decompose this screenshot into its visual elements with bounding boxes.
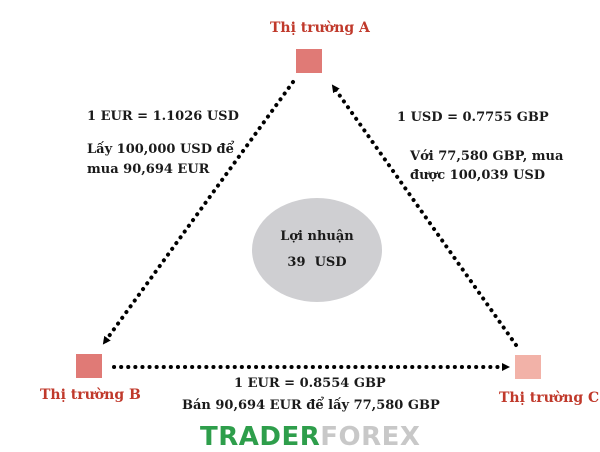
market-b-label: Thị trường B [40,387,141,403]
edge-ca-line2: được 100,039 USD [410,168,545,183]
edge-ab-line2: mua 90,694 EUR [87,162,210,177]
edge-ca-rate: 1 USD = 0.7755 GBP [397,110,549,125]
market-c-label: Thị trường C [499,390,600,406]
edge-bc-line1: Bán 90,694 EUR để lấy 77,580 GBP [182,398,440,413]
market-a-node [296,49,322,73]
edge-ab-rate: 1 EUR = 1.1026 USD [87,109,239,124]
traderforex-logo: TRADERFOREX [200,424,420,450]
logo-part-trader: TRADER [200,422,321,452]
profit-title: Lợi nhuận [280,229,354,244]
profit-bubble: Lợi nhuận 39 USD [252,198,382,302]
market-a-label: Thị trường A [270,20,370,36]
edge-ab-line1: Lấy 100,000 USD để [87,142,234,157]
market-c-node [515,355,541,379]
profit-value: 39 USD [287,255,347,270]
logo-part-forex: FOREX [320,422,421,452]
edge-bc-rate: 1 EUR = 0.8554 GBP [234,376,386,391]
arrow-a-to-b [102,80,295,345]
edge-ca-line1: Với 77,580 GBP, mua [410,149,564,164]
arrow-c-to-a [331,84,518,347]
market-b-node [76,354,102,378]
